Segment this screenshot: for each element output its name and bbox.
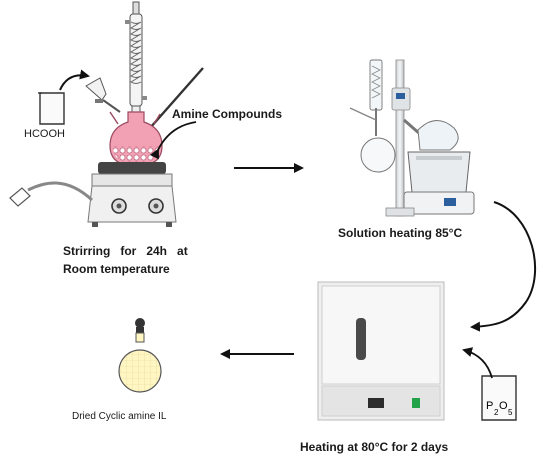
p2o5-p: P — [486, 400, 494, 412]
stirring-label-line2: Room temperature — [63, 262, 170, 276]
round-bottom-flask — [109, 111, 163, 167]
p2o5-o: O — [499, 400, 508, 412]
dropping-funnel — [85, 77, 121, 113]
hot-plate-stirrer — [87, 162, 177, 227]
flow-arrow-2 — [470, 201, 537, 332]
rotary-evaporator — [349, 59, 475, 217]
add-arrow — [59, 69, 90, 91]
amine-arrow — [149, 121, 197, 160]
solution-heating-label: Solution heating 85°C — [338, 226, 463, 240]
dried-product-flask — [118, 318, 162, 393]
oven-heating-label: Heating at 80°C for 2 days — [300, 440, 449, 454]
reflux-apparatus — [9, 1, 204, 227]
drying-oven — [317, 281, 445, 421]
plug-icon — [9, 187, 31, 207]
hcooh-label: HCOOH — [24, 128, 65, 140]
beaker-icon — [38, 92, 65, 125]
amine-label: Amine Compounds — [172, 107, 282, 121]
p2o5-beaker — [481, 375, 517, 421]
p2o5-sub1: 2 — [494, 408, 499, 417]
p2o5-sub2: 5 — [508, 408, 513, 417]
power-cable — [27, 181, 94, 202]
dried-product-label: Dried Cyclic amine IL — [72, 411, 167, 422]
condenser — [125, 1, 147, 115]
stirring-label-line1: Strirring for 24h at — [63, 244, 188, 258]
p2o5-arrow — [462, 347, 493, 379]
thermometer — [149, 67, 204, 129]
